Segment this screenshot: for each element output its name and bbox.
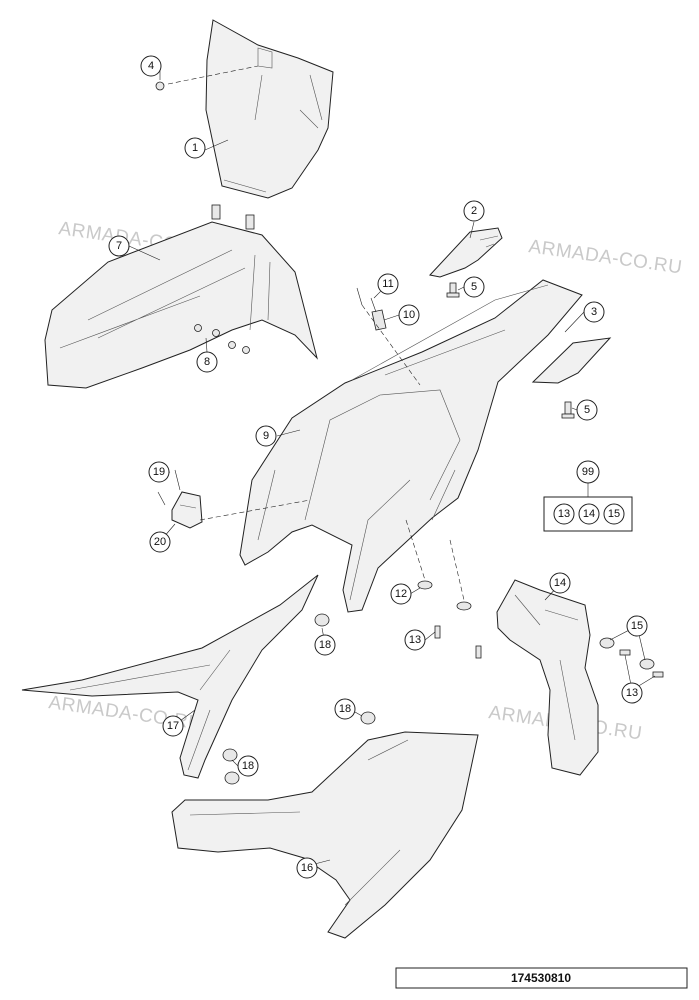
callout-1: 1	[184, 137, 206, 159]
drawing-number: 174530810	[511, 971, 571, 985]
callout-8: 8	[196, 351, 218, 373]
svg-text:11: 11	[382, 278, 393, 290]
kit-item-14: 14	[578, 503, 600, 525]
part-15-grommets	[599, 637, 655, 670]
part-18-grommets	[222, 613, 376, 785]
svg-text:9: 9	[263, 430, 269, 442]
svg-text:4: 4	[148, 60, 154, 72]
svg-text:99: 99	[582, 466, 594, 478]
svg-text:7: 7	[116, 240, 122, 252]
svg-text:8: 8	[204, 356, 210, 368]
callout-11: 11	[377, 273, 399, 295]
callout-5-upper: 5	[463, 276, 485, 298]
svg-text:2: 2	[471, 205, 477, 217]
callout-18-upper: 18	[314, 634, 336, 656]
svg-text:12: 12	[395, 588, 407, 600]
kit-item-13: 13	[553, 503, 575, 525]
watermark-top-right: ARMADA-CO.RU	[527, 236, 683, 278]
callout-15: 15	[626, 615, 648, 637]
callout-20: 20	[149, 531, 171, 553]
callout-18-middle: 18	[334, 698, 356, 720]
part-17-frame-cover	[21, 574, 319, 779]
kit-item-15: 15	[603, 503, 625, 525]
part-4-nut	[155, 81, 165, 91]
kit-99-group: 99 13 14 15	[543, 460, 633, 532]
part-16-side-panel-large	[171, 731, 479, 939]
svg-text:18: 18	[319, 639, 331, 651]
part-10-clip	[371, 309, 387, 331]
part-8-fender-screws	[194, 324, 250, 354]
callout-13-right: 13	[621, 682, 643, 704]
svg-text:14: 14	[554, 577, 566, 589]
svg-text:19: 19	[153, 466, 165, 478]
svg-text:10: 10	[403, 309, 415, 321]
svg-text:13: 13	[626, 687, 638, 699]
leader-lines	[128, 68, 656, 867]
svg-text:17: 17	[167, 720, 179, 732]
drawing-number-box: 174530810	[395, 967, 688, 989]
part-13-bolts	[434, 625, 482, 659]
callout-17: 17	[162, 715, 184, 737]
callout-99: 99	[576, 460, 600, 484]
svg-text:20: 20	[154, 536, 166, 548]
callout-7: 7	[108, 235, 130, 257]
svg-text:13: 13	[558, 508, 570, 520]
part-19-screws	[157, 469, 181, 506]
part-12-washer	[417, 580, 472, 611]
part-5-screw-lower	[561, 401, 575, 419]
callout-4: 4	[140, 55, 162, 77]
callout-5-lower: 5	[576, 399, 598, 421]
part-3-side-cover	[531, 337, 612, 384]
svg-text:18: 18	[339, 703, 351, 715]
svg-text:18: 18	[242, 760, 254, 772]
svg-text:15: 15	[631, 620, 643, 632]
callout-2: 2	[463, 200, 485, 222]
callout-10: 10	[398, 304, 420, 326]
part-11-screws	[356, 287, 377, 313]
part-20-bracket	[171, 491, 203, 529]
callout-16: 16	[296, 857, 318, 879]
part-2-cover	[429, 227, 503, 278]
part-5-screw-upper	[446, 282, 460, 298]
callout-12: 12	[390, 583, 412, 605]
svg-text:5: 5	[584, 404, 590, 416]
part-14-side-panel	[496, 579, 599, 776]
svg-text:15: 15	[608, 508, 620, 520]
callout-13-center: 13	[404, 629, 426, 651]
callout-14: 14	[549, 572, 571, 594]
svg-text:1: 1	[192, 142, 198, 154]
callout-3: 3	[583, 301, 605, 323]
callout-9: 9	[255, 425, 277, 447]
svg-text:3: 3	[591, 306, 597, 318]
svg-text:14: 14	[583, 508, 595, 520]
callout-19: 19	[148, 461, 170, 483]
svg-text:16: 16	[301, 862, 313, 874]
callout-18-lower: 18	[237, 755, 259, 777]
part-7-front-fender	[44, 204, 318, 389]
part-9-rear-fender	[239, 279, 583, 613]
svg-text:5: 5	[471, 281, 477, 293]
svg-text:13: 13	[409, 634, 421, 646]
part-1-number-plate	[205, 19, 334, 199]
